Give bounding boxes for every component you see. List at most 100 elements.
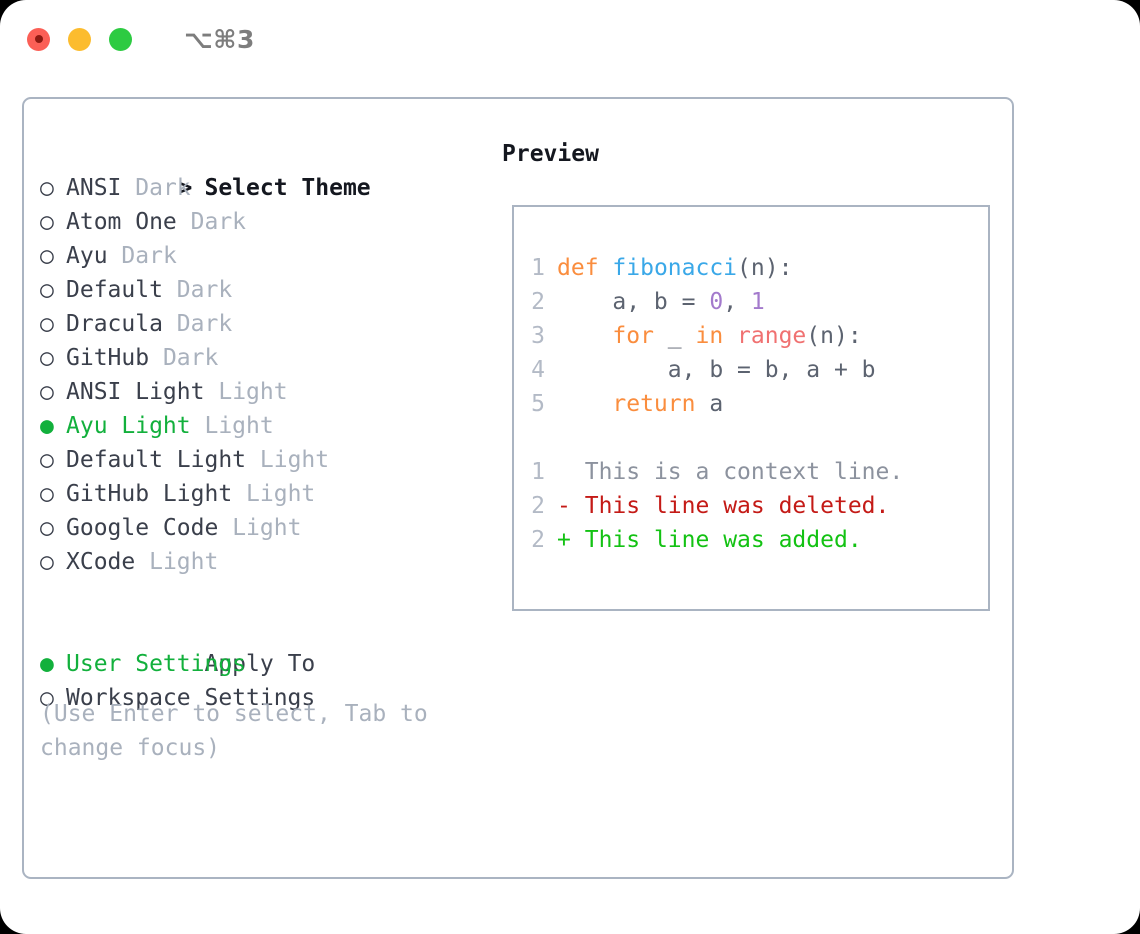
- code-line: 3 for _ in range(n):: [531, 319, 903, 353]
- apply-to-heading: Apply To: [40, 613, 480, 677]
- radio-unselected-icon: ○: [40, 515, 68, 541]
- radio-unselected-icon: ○: [40, 447, 68, 473]
- theme-option-ansi-light[interactable]: ○ ANSI Light Light: [40, 375, 480, 409]
- code-token: fibonacci: [612, 255, 738, 281]
- code-token: (n):: [806, 323, 862, 349]
- theme-option-label: ANSI Light: [66, 379, 205, 405]
- line-number: 2: [531, 493, 545, 519]
- radio-unselected-icon: ○: [40, 311, 68, 337]
- theme-list-heading: > Select Theme: [40, 137, 480, 201]
- code-token: def: [557, 255, 599, 281]
- diff-spacer: [571, 493, 585, 519]
- theme-variant-badge: Light: [259, 447, 330, 473]
- theme-variant-badge: Light: [149, 549, 219, 575]
- theme-option-label: Ayu Light: [66, 413, 191, 439]
- theme-option-ansi[interactable]: ○ ANSI Dark: [40, 171, 480, 205]
- diff-sign: -: [557, 493, 571, 519]
- radio-unselected-icon: ○: [40, 481, 68, 507]
- keyboard-shortcut-label: ⌥⌘3: [184, 24, 255, 54]
- diff-spacer: [571, 527, 585, 553]
- radio-selected-icon: ●: [40, 651, 68, 677]
- diff-text: This line was deleted.: [584, 493, 890, 519]
- theme-option-github-light[interactable]: ○ GitHub Light Light: [40, 477, 480, 511]
- theme-option-label: GitHub: [66, 345, 150, 371]
- help-text: (Use Enter to select, Tab to change focu…: [40, 701, 442, 761]
- code-token: (n):: [737, 255, 793, 281]
- code-token: _: [653, 323, 696, 349]
- theme-variant-badge: Dark: [135, 175, 191, 201]
- line-number: 1: [531, 255, 545, 281]
- theme-option-label: Google Code: [66, 515, 219, 541]
- minimize-button[interactable]: [68, 27, 91, 51]
- diff-text: This is a context line.: [584, 459, 904, 485]
- theme-variant-badge: Dark: [176, 311, 233, 337]
- theme-variant-badge: Dark: [162, 345, 219, 371]
- diff-text: This line was added.: [584, 527, 862, 553]
- theme-variant-badge: Light: [218, 379, 288, 405]
- theme-option-label: ANSI: [66, 175, 122, 201]
- code-token: [723, 323, 737, 349]
- theme-option-label: Default Light: [66, 447, 247, 473]
- diff-sign: +: [557, 527, 571, 553]
- code-token: return: [612, 391, 696, 417]
- theme-option-default-light[interactable]: ○ Default Light Light: [40, 443, 480, 477]
- code-token: [557, 391, 612, 417]
- radio-unselected-icon: ○: [40, 685, 68, 711]
- maximize-button[interactable]: [109, 27, 132, 51]
- code-token: in: [695, 323, 724, 349]
- apply-to-option-label: User Settings: [66, 651, 247, 677]
- theme-option-default[interactable]: ○ Default Dark: [40, 273, 480, 307]
- apply-to-option-user-settings[interactable]: ● User Settings: [40, 647, 480, 681]
- code-token: for: [612, 323, 654, 349]
- code-blank-line: [531, 421, 903, 455]
- apply-to-option-label: Workspace Settings: [66, 685, 316, 711]
- code-token: a: [695, 391, 724, 417]
- line-number: 2: [531, 527, 545, 553]
- theme-option-ayu-light[interactable]: ● Ayu Light Light: [40, 409, 480, 443]
- diff-spacer: [571, 459, 585, 485]
- code-line: 4 a, b = b, a + b: [531, 353, 903, 387]
- focus-caret-icon: >: [178, 175, 207, 201]
- close-button[interactable]: [27, 27, 50, 51]
- theme-list[interactable]: ○ ANSI Dark○ Atom One Dark○ Ayu Dark○ De…: [40, 171, 480, 579]
- radio-unselected-icon: ○: [40, 549, 68, 575]
- radio-unselected-icon: ○: [40, 379, 68, 405]
- theme-option-xcode[interactable]: ○ XCode Light: [40, 545, 480, 579]
- code-token: [557, 323, 612, 349]
- preview-title: Preview: [502, 141, 599, 167]
- theme-option-label: Default: [66, 277, 163, 303]
- code-token: 1: [750, 289, 765, 315]
- theme-option-label: Ayu: [66, 243, 108, 269]
- theme-variant-badge: Light: [246, 481, 316, 507]
- code-token: range: [737, 323, 807, 349]
- radio-unselected-icon: ○: [40, 243, 68, 269]
- code-token: a, b =: [557, 289, 710, 315]
- theme-variant-badge: Dark: [176, 277, 233, 303]
- theme-option-dracula[interactable]: ○ Dracula Dark: [40, 307, 480, 341]
- theme-variant-badge: Light: [204, 413, 274, 439]
- theme-variant-badge: Dark: [190, 209, 247, 235]
- title-bar: ⌥⌘3: [0, 0, 1140, 78]
- line-number: 5: [531, 391, 545, 417]
- diff-line-del: 2- This line was deleted.: [531, 489, 903, 523]
- theme-option-atom-one[interactable]: ○ Atom One Dark: [40, 205, 480, 239]
- theme-option-ayu[interactable]: ○ Ayu Dark: [40, 239, 480, 273]
- code-line: 1 def fibonacci(n):: [531, 251, 903, 285]
- line-number: 4: [531, 357, 545, 383]
- line-number: 2: [531, 289, 545, 315]
- code-token: ,: [723, 289, 751, 315]
- diff-line-ctx: 1 This is a context line.: [531, 455, 903, 489]
- radio-unselected-icon: ○: [40, 345, 68, 371]
- apply-to-option-workspace-settings[interactable]: ○ Workspace Settings: [40, 681, 480, 715]
- theme-option-google-code[interactable]: ○ Google Code Light: [40, 511, 480, 545]
- theme-option-label: Dracula: [66, 311, 163, 337]
- apply-to-list[interactable]: ● User Settings○ Workspace Settings: [40, 647, 480, 715]
- selection-column: > Select Theme ○ ANSI Dark○ Atom One Dar…: [40, 137, 480, 715]
- theme-variant-badge: Dark: [121, 243, 177, 269]
- code-line: 2 a, b = 0, 1: [531, 285, 903, 319]
- code-line: 5 return a: [531, 387, 903, 421]
- theme-option-github[interactable]: ○ GitHub Dark: [40, 341, 480, 375]
- theme-variant-badge: Light: [232, 515, 302, 541]
